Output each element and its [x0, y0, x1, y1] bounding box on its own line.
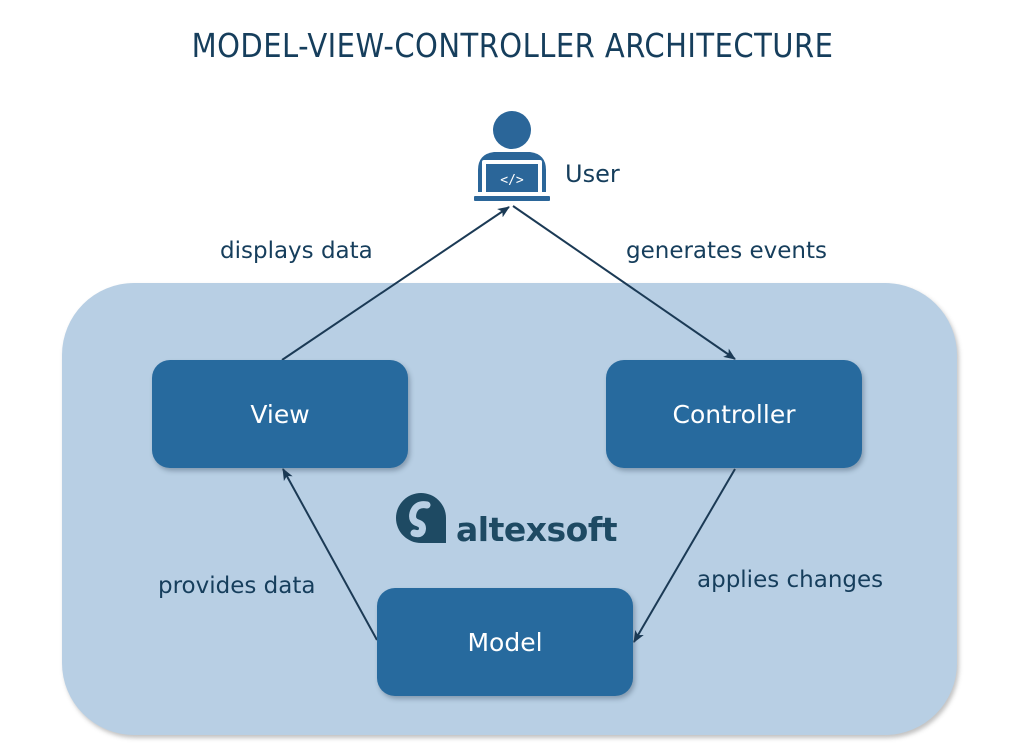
model-label: Model: [467, 627, 543, 657]
user-laptop-code-icon: </>: [472, 108, 552, 202]
edge-label-generates-events: generates events: [626, 238, 827, 264]
edge-label-applies-changes: applies changes: [697, 567, 884, 593]
arrow-user-to-controller: [512, 205, 736, 360]
svg-text:</>: </>: [500, 173, 524, 188]
page-title: MODEL-VIEW-CONTROLLER ARCHITECTURE: [191, 26, 834, 65]
controller-node: Controller: [606, 360, 862, 468]
altexsoft-logo: altexsoft: [394, 491, 617, 551]
user-label: User: [565, 160, 620, 188]
altexsoft-logo-text: altexsoft: [456, 510, 617, 549]
edge-label-displays-data: displays data: [220, 238, 373, 264]
altexsoft-logo-icon: [394, 491, 448, 551]
view-node: View: [152, 360, 408, 468]
edge-label-provides-data: provides data: [158, 573, 316, 599]
arrow-view-to-user: [281, 206, 510, 361]
model-node: Model: [377, 588, 633, 696]
controller-label: Controller: [672, 399, 796, 429]
arrow-controller-to-model: [633, 468, 736, 643]
view-label: View: [250, 399, 310, 429]
arrow-model-to-view: [282, 468, 378, 641]
